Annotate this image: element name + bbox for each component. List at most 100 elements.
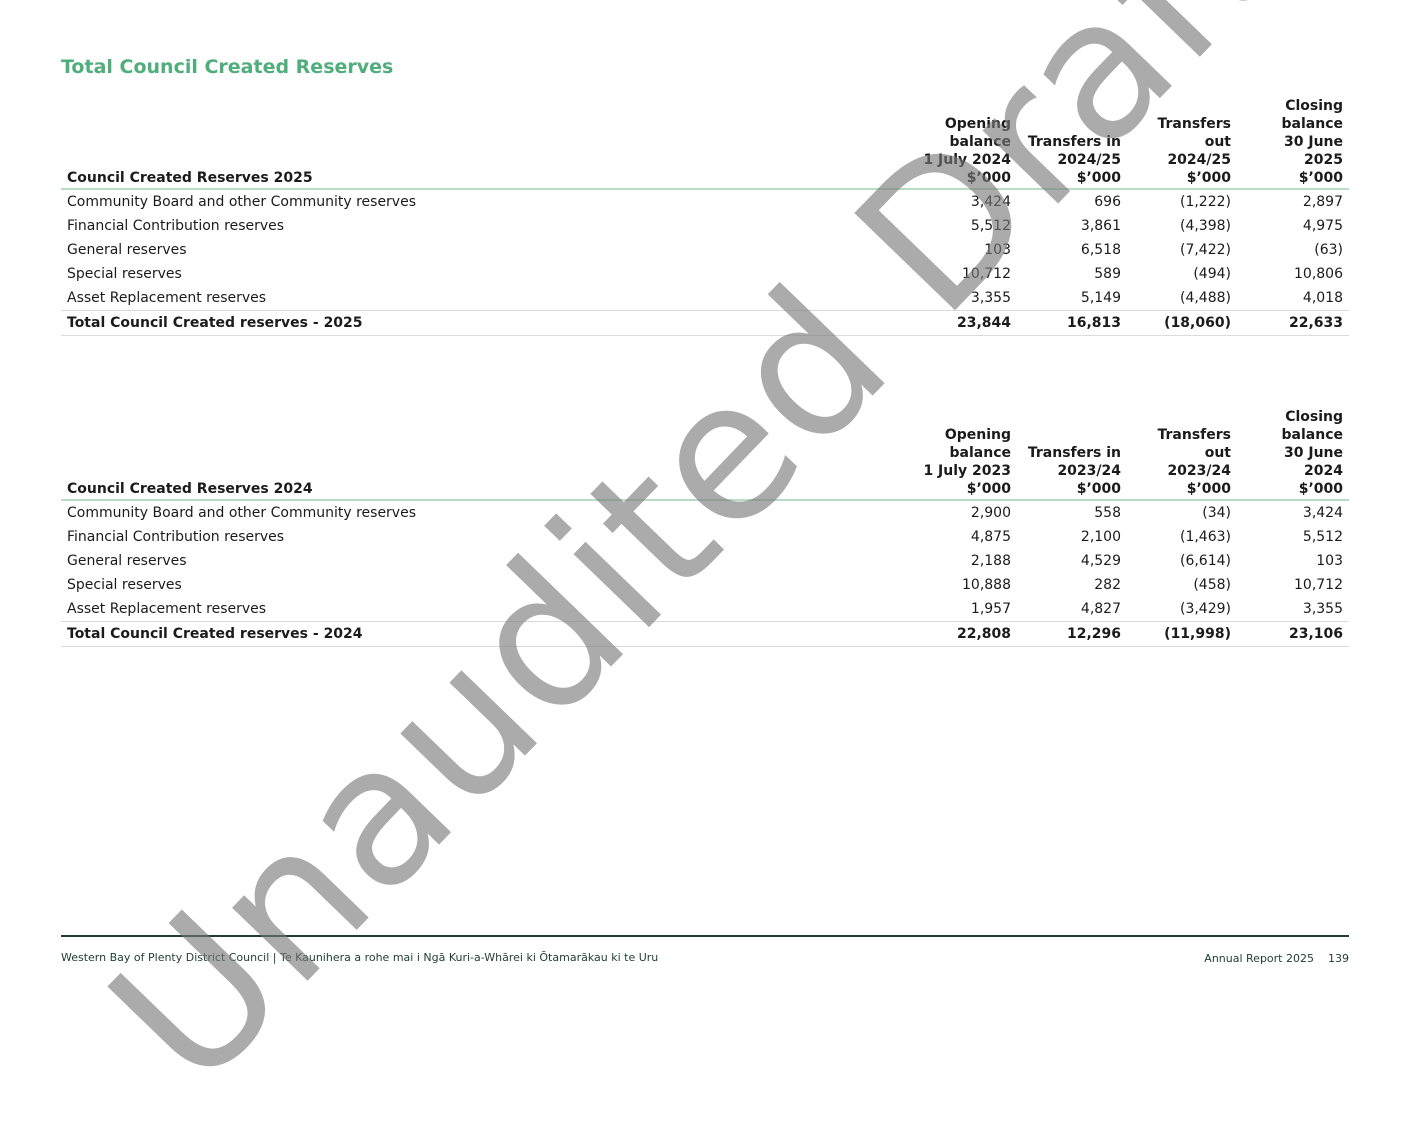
header-line: Council Created Reserves 2025 xyxy=(67,170,313,186)
row-value: (4,398) xyxy=(1179,218,1231,234)
header-line: balance xyxy=(1281,427,1343,443)
row-value: 10,712 xyxy=(1294,577,1343,593)
row-value: 3,355 xyxy=(1302,601,1343,617)
row-label: Community Board and other Community rese… xyxy=(67,194,417,210)
row-label: Asset Replacement reserves xyxy=(67,290,267,306)
header-line: 1 July 2024 xyxy=(923,152,1011,168)
table-title: Council Created Reserves 2025 xyxy=(61,97,907,190)
row-value: 3,424 xyxy=(1302,505,1343,521)
row-value: 2,900 xyxy=(970,505,1011,521)
table-row: Asset Replacement reserves 3,355 5,149 (4,4… xyxy=(61,286,1349,311)
header-line: $’000 xyxy=(1298,481,1343,497)
row-value: 589 xyxy=(1094,266,1121,282)
table-body: Community Board and other Community rese… xyxy=(61,500,1349,647)
row-value: 4,875 xyxy=(970,529,1011,545)
table-header: Council Created Reserves 2025 Opening bala… xyxy=(61,97,1349,190)
header-line: balance xyxy=(1281,116,1343,132)
row-label: Financial Contribution reserves xyxy=(67,529,285,545)
row-value: 23,106 xyxy=(1237,621,1349,647)
table-body: Community Board and other Community rese… xyxy=(61,189,1349,336)
header-line: $’000 xyxy=(1298,170,1343,186)
row-value: (18,060) xyxy=(1127,310,1237,336)
header-line: 2024/25 xyxy=(1057,152,1121,168)
row-value: 3,355 xyxy=(970,290,1011,306)
row-value: 103 xyxy=(1316,553,1343,569)
row-value: 16,813 xyxy=(1017,310,1127,336)
row-value: 5,149 xyxy=(1080,290,1121,306)
table-header: Council Created Reserves 2024 Opening bala… xyxy=(61,408,1349,501)
row-value: 1,957 xyxy=(970,601,1011,617)
header-line: out xyxy=(1204,134,1231,150)
row-label: Community Board and other Community rese… xyxy=(67,505,417,521)
row-value: (34) xyxy=(1202,505,1231,521)
header-line: Transfers in xyxy=(1027,445,1121,461)
footer-divider xyxy=(61,935,1349,937)
row-value: (4,488) xyxy=(1179,290,1231,306)
row-value: 5,512 xyxy=(970,218,1011,234)
row-value: 2,897 xyxy=(1302,194,1343,210)
column-header: Closing balance 30 June 2025 $’000 xyxy=(1237,97,1349,190)
header-line: Council Created Reserves 2024 xyxy=(67,481,313,497)
row-value: (63) xyxy=(1314,242,1343,258)
header-line: balance xyxy=(949,134,1011,150)
row-label: General reserves xyxy=(67,242,187,258)
header-line: Opening xyxy=(944,427,1011,443)
row-value: 10,806 xyxy=(1294,266,1343,282)
row-value: (1,463) xyxy=(1179,529,1231,545)
row-value: 2,188 xyxy=(970,553,1011,569)
header-line: $’000 xyxy=(1186,170,1231,186)
header-line: 2023/24 xyxy=(1167,463,1231,479)
row-value: (3,429) xyxy=(1179,601,1231,617)
header-line: $’000 xyxy=(1076,170,1121,186)
table-row: Community Board and other Community rese… xyxy=(61,189,1349,214)
row-label: Special reserves xyxy=(67,266,182,282)
row-value: 3,424 xyxy=(970,194,1011,210)
row-value: 696 xyxy=(1094,194,1121,210)
row-value: 3,861 xyxy=(1080,218,1121,234)
row-value: (6,614) xyxy=(1179,553,1231,569)
table-row: Asset Replacement reserves 1,957 4,827 (3,4… xyxy=(61,597,1349,622)
footer-council-name: Western Bay of Plenty District Council |… xyxy=(61,951,659,964)
table-row: Financial Contribution reserves 4,875 2,10… xyxy=(61,525,1349,549)
reserves-table-2025: Council Created Reserves 2025 Opening bala… xyxy=(61,97,1349,336)
row-value: 282 xyxy=(1094,577,1121,593)
row-value: 103 xyxy=(984,242,1011,258)
page-number: 139 xyxy=(1328,952,1349,965)
header-line: out xyxy=(1204,445,1231,461)
row-value: (458) xyxy=(1193,577,1231,593)
header-line: $’000 xyxy=(1076,481,1121,497)
row-value: (1,222) xyxy=(1179,194,1231,210)
row-value: 4,018 xyxy=(1302,290,1343,306)
row-value: (494) xyxy=(1193,266,1231,282)
header-line: Transfers in xyxy=(1027,134,1121,150)
header-line: Closing xyxy=(1285,98,1343,114)
footer-report-title: Annual Report 2025 xyxy=(1204,952,1314,965)
header-line: balance xyxy=(949,445,1011,461)
table-title: Council Created Reserves 2024 xyxy=(61,408,907,501)
row-value: 2,100 xyxy=(1080,529,1121,545)
header-line: $’000 xyxy=(966,481,1011,497)
row-value: 4,529 xyxy=(1080,553,1121,569)
header-line: $’000 xyxy=(1186,481,1231,497)
row-value: 558 xyxy=(1094,505,1121,521)
table-row: General reserves 103 6,518 (7,422) (63) xyxy=(61,238,1349,262)
row-value: (7,422) xyxy=(1179,242,1231,258)
row-value: 10,888 xyxy=(962,577,1011,593)
header-line: Opening xyxy=(944,116,1011,132)
reserves-table-2024: Council Created Reserves 2024 Opening bala… xyxy=(61,408,1349,647)
row-label: Asset Replacement reserves xyxy=(67,601,267,617)
row-value: 4,827 xyxy=(1080,601,1121,617)
row-label: Special reserves xyxy=(67,577,182,593)
row-value: 22,633 xyxy=(1237,310,1349,336)
header-line: Transfers xyxy=(1157,116,1232,132)
row-value: 6,518 xyxy=(1080,242,1121,258)
table-row: Community Board and other Community rese… xyxy=(61,500,1349,525)
header-line: 30 June 2025 xyxy=(1284,134,1343,168)
